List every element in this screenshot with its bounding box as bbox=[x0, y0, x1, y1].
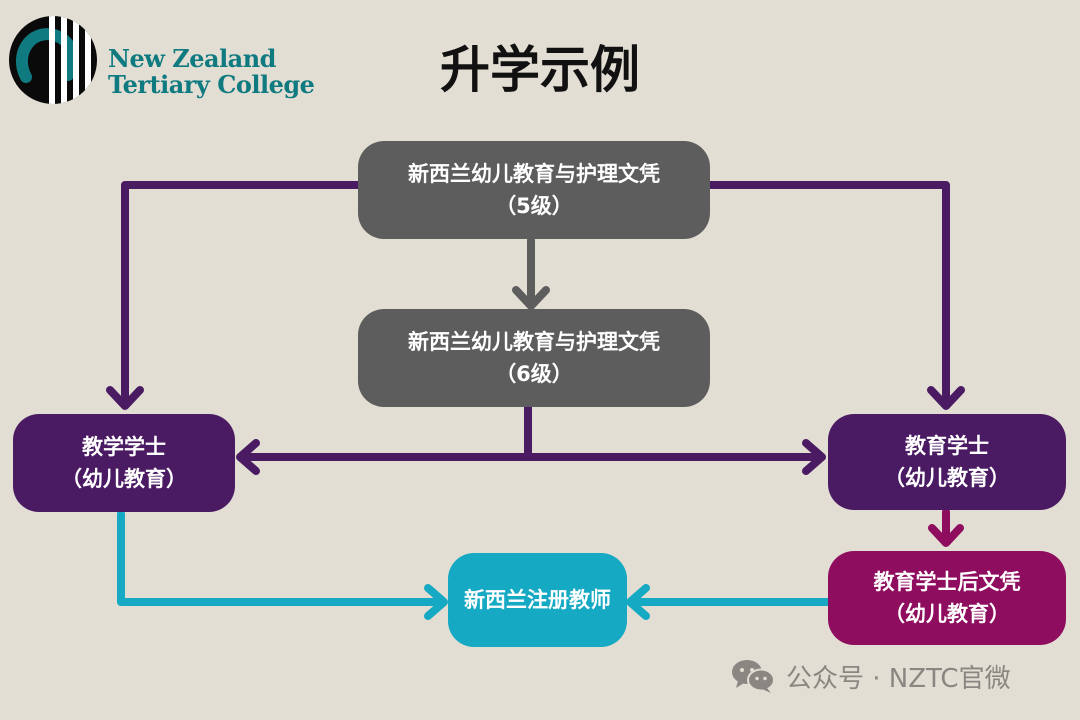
node-diploma-level6-line2: （6级） bbox=[495, 362, 573, 386]
node-bachelor-education-line2: （幼儿教育） bbox=[884, 466, 1010, 490]
arrow-level5-to-bachelor-education bbox=[704, 181, 965, 410]
nztc-logo-icon bbox=[9, 16, 97, 104]
node-postgrad-diploma: 教育学士后文凭 （幼儿教育） bbox=[828, 551, 1066, 645]
arrow-postgrad-to-registered bbox=[626, 584, 832, 620]
node-bachelor-teaching-line1: 教学学士 bbox=[82, 435, 166, 459]
node-diploma-level6-line1: 新西兰幼儿教育与护理文凭 bbox=[408, 330, 660, 354]
node-diploma-level5: 新西兰幼儿教育与护理文凭 （5级） bbox=[358, 141, 710, 239]
wechat-watermark: 公众号 · NZTC官微 bbox=[730, 656, 1011, 696]
arrow-level6-to-bachelors bbox=[236, 403, 826, 475]
watermark-text: 公众号 · NZTC官微 bbox=[786, 663, 1011, 694]
arrow-teaching-to-registered bbox=[117, 510, 448, 620]
node-postgrad-diploma-line2: （幼儿教育） bbox=[884, 602, 1010, 626]
node-bachelor-education-line1: 教育学士 bbox=[905, 434, 989, 458]
node-bachelor-teaching: 教学学士 （幼儿教育） bbox=[13, 414, 235, 512]
arrow-education-to-postgrad bbox=[928, 508, 964, 547]
arrow-level5-to-level6 bbox=[512, 236, 550, 310]
wechat-icon bbox=[732, 660, 775, 693]
node-registered-teacher: 新西兰注册教师 bbox=[448, 553, 627, 647]
node-diploma-level5-line1: 新西兰幼儿教育与护理文凭 bbox=[408, 162, 660, 186]
node-diploma-level6: 新西兰幼儿教育与护理文凭 （6级） bbox=[358, 309, 710, 407]
page-title: 升学示例 bbox=[440, 41, 640, 99]
node-registered-teacher-line1: 新西兰注册教师 bbox=[464, 588, 611, 612]
logo-text: New Zealand Tertiary College bbox=[108, 44, 315, 99]
logo-line-1: New Zealand bbox=[108, 44, 276, 73]
node-bachelor-education: 教育学士 （幼儿教育） bbox=[828, 414, 1066, 510]
node-postgrad-diploma-line1: 教育学士后文凭 bbox=[873, 570, 1021, 594]
logo-line-2: Tertiary College bbox=[108, 70, 315, 99]
arrow-level5-to-bachelor-teaching bbox=[106, 181, 364, 410]
node-diploma-level5-line2: （5级） bbox=[495, 194, 573, 218]
node-bachelor-teaching-line2: （幼儿教育） bbox=[61, 467, 187, 491]
